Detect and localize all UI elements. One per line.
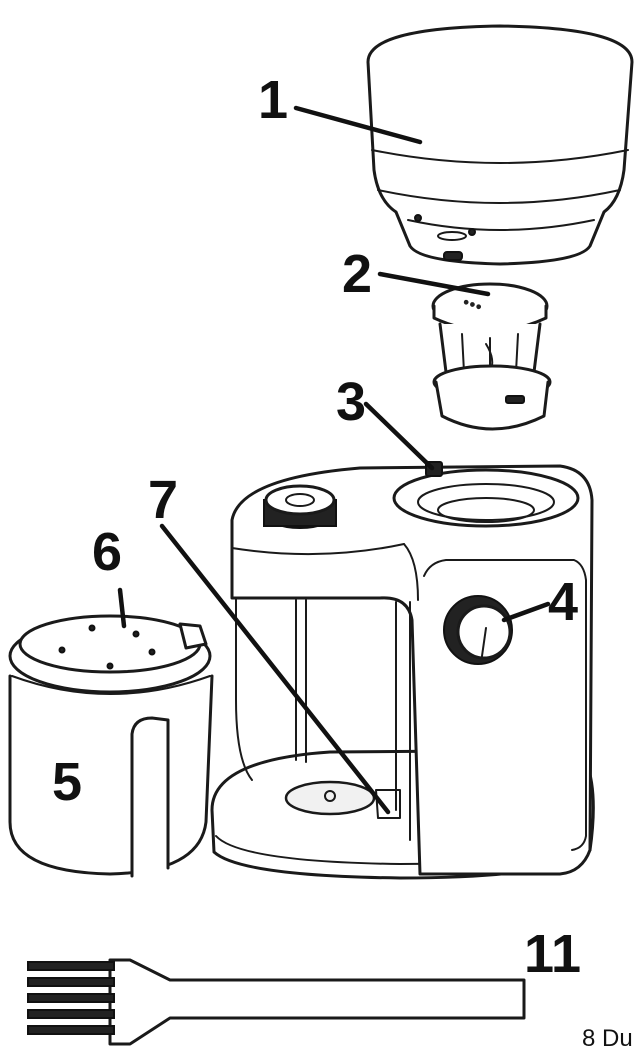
- label-dial: 4: [548, 572, 578, 632]
- label-brush: 11: [524, 924, 581, 984]
- leader-6: [117, 587, 127, 629]
- cleaning-brush: [27, 958, 526, 1046]
- label-container: 5: [52, 752, 82, 812]
- grounds-container: [8, 614, 214, 878]
- label-chute: 7: [148, 470, 178, 530]
- label-lock-tab: 3: [336, 372, 366, 432]
- bean-hopper: [366, 24, 634, 266]
- leader-7: [159, 523, 391, 815]
- leader-1: [293, 105, 423, 145]
- burr-insert: ●●●: [431, 282, 552, 431]
- label-hopper: 1: [258, 70, 288, 130]
- label-container-lid: 6: [92, 522, 122, 582]
- label-cropped: 8 Du: [582, 1025, 633, 1048]
- grinder-body: [210, 461, 595, 880]
- leader-4: [501, 601, 551, 623]
- leader-2: [377, 271, 491, 297]
- leader-3: [363, 401, 435, 471]
- label-burr-insert: 2: [342, 244, 372, 304]
